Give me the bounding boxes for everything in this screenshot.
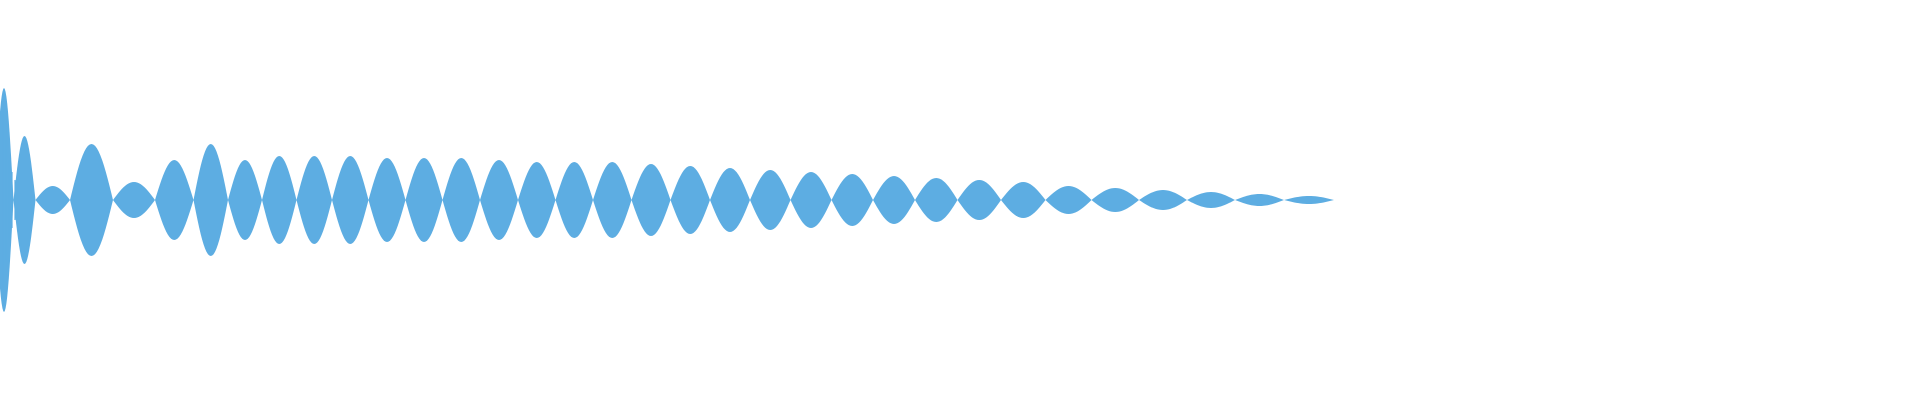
waveform-lobe bbox=[555, 162, 593, 238]
waveform-lobe bbox=[710, 168, 750, 232]
waveform-lobe bbox=[480, 160, 518, 240]
waveform-lobe bbox=[113, 182, 155, 218]
waveform-lobe bbox=[631, 164, 671, 236]
waveform-lobe bbox=[790, 172, 832, 228]
waveform-lobe bbox=[1045, 186, 1092, 214]
waveform-lobe bbox=[262, 156, 297, 244]
waveform-lobe bbox=[1139, 190, 1187, 210]
waveform-lobe bbox=[228, 160, 262, 240]
waveform-lobes bbox=[0, 88, 1334, 312]
waveform-lobe bbox=[873, 176, 915, 224]
waveform-lobe bbox=[368, 158, 406, 242]
waveform-lobe bbox=[1284, 196, 1334, 204]
waveform-lobe bbox=[296, 156, 332, 244]
waveform-lobe bbox=[1235, 194, 1284, 206]
waveform-lobe bbox=[518, 162, 556, 238]
waveform-lobe bbox=[1091, 188, 1139, 212]
waveform-lobe bbox=[1001, 182, 1046, 218]
waveform-lobe bbox=[155, 160, 194, 240]
waveform-lobe bbox=[957, 180, 1001, 220]
waveform-lobe bbox=[670, 166, 710, 234]
waveform-lobe bbox=[193, 144, 228, 256]
waveform-lobe bbox=[593, 162, 632, 238]
waveform-lobe bbox=[13, 136, 36, 264]
waveform-lobe bbox=[332, 156, 369, 244]
waveform-lobe bbox=[1187, 192, 1235, 208]
waveform-lobe bbox=[750, 170, 791, 230]
waveform-lobe bbox=[831, 174, 873, 226]
waveform-lobe bbox=[442, 158, 480, 242]
waveform-lobe bbox=[70, 144, 113, 256]
waveform-lobe bbox=[35, 186, 70, 214]
waveform-lobe bbox=[405, 158, 443, 242]
waveform-lobe bbox=[915, 178, 958, 222]
waveform-transient bbox=[2, 110, 16, 290]
